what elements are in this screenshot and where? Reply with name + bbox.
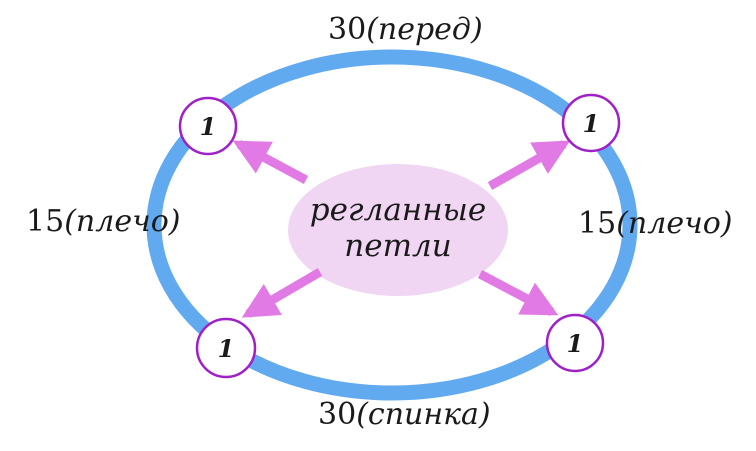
center-text: регланные петли — [288, 192, 508, 264]
label-right-part: (плечо) — [616, 206, 733, 241]
label-bottom-part: (спинка) — [356, 397, 491, 432]
center-ellipse — [288, 164, 508, 296]
label-left-count: 15 — [26, 204, 65, 239]
arrow-bottom-right — [477, 270, 559, 316]
center-text-line2: петли — [344, 228, 452, 264]
center-text-line1: регланные — [309, 192, 487, 228]
label-top-count: 30 — [328, 12, 367, 47]
label-right: 15(плечо) — [578, 206, 733, 241]
arrows — [232, 140, 571, 318]
node-bottom-right: 1 — [545, 313, 605, 373]
label-right-count: 15 — [578, 206, 617, 241]
label-top: 30(перед) — [328, 12, 483, 47]
ring-ellipse — [146, 49, 638, 401]
label-bottom: 30(спинка) — [318, 397, 491, 432]
arrow-top-left — [232, 140, 309, 184]
label-left: 15(плечо) — [26, 204, 181, 239]
arrow-bottom-left — [241, 268, 323, 318]
label-left-part: (плечо) — [64, 204, 181, 239]
label-bottom-count: 30 — [318, 397, 357, 432]
node-top-left: 1 — [178, 96, 238, 156]
label-top-part: (перед) — [366, 12, 483, 47]
arrow-top-right — [487, 140, 571, 190]
node-bottom-right-label: 1 — [567, 329, 584, 358]
node-top-right-label: 1 — [583, 109, 600, 138]
node-top-right: 1 — [561, 93, 621, 153]
node-bottom-left-label: 1 — [218, 334, 235, 363]
node-bottom-left: 1 — [195, 317, 257, 379]
node-top-left-label: 1 — [200, 112, 217, 141]
